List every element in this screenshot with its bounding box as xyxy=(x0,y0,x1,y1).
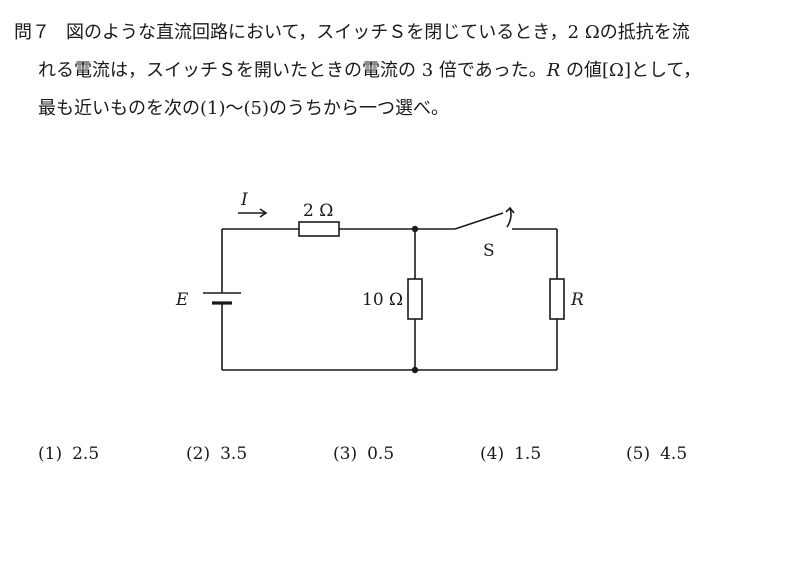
current-arrow-head xyxy=(259,208,268,218)
resistor-2-ohm xyxy=(298,221,340,237)
switch-blade xyxy=(454,212,504,230)
choice-5-value: 4.5 xyxy=(660,444,688,464)
choice-4[interactable]: (4) 1.5 xyxy=(480,444,541,464)
choice-2-number: (2) xyxy=(186,444,211,464)
current-label: I xyxy=(240,190,248,210)
choice-5-number: (5) xyxy=(626,444,651,464)
resistor-10-ohm xyxy=(407,278,423,320)
question-line-1-text: 図のような直流回路において，スイッチＳを閉じているとき，2 Ωの抵抗を流 xyxy=(66,22,690,43)
choice-1-number: (1) xyxy=(38,444,63,464)
choice-5[interactable]: (5) 4.5 xyxy=(626,444,687,464)
choice-4-number: (4) xyxy=(480,444,505,464)
resistor-r-label: R xyxy=(570,290,584,310)
resistor-r xyxy=(549,278,565,320)
answer-choices: (1) 2.5 (2) 3.5 (3) 0.5 (4) 1.5 (5) 4.5 xyxy=(38,444,758,470)
resistor-2-ohm-label: 2 Ω xyxy=(303,201,333,221)
question-line-3: 最も近いものを次の(1)～(5)のうちから一つ選べ。 xyxy=(14,90,784,128)
switch-arrow-head xyxy=(505,206,515,214)
question-variable-r: R xyxy=(546,60,561,81)
choice-1[interactable]: (1) 2.5 xyxy=(38,444,99,464)
question-line-3-text: 最も近いものを次の(1)～(5)のうちから一つ選べ。 xyxy=(38,98,449,119)
question-text: 問７ 図のような直流回路において，スイッチＳを閉じているとき，2 Ωの抵抗を流 れ… xyxy=(14,14,784,128)
question-line-2-post: の値[Ω]として， xyxy=(560,60,702,81)
question-line-2: れる電流は，スイッチＳを開いたときの電流の 3 倍であった。R の値[Ω]として… xyxy=(14,52,784,90)
junction-dot-top xyxy=(411,225,419,233)
choice-2-value: 3.5 xyxy=(220,444,248,464)
question-number: 問７ xyxy=(14,22,50,43)
resistor-10-ohm-label: 10 Ω xyxy=(362,290,403,310)
choice-1-value: 2.5 xyxy=(72,444,100,464)
source-label: E xyxy=(175,290,189,310)
question-line-1: 問７ 図のような直流回路において，スイッチＳを閉じているとき，2 Ωの抵抗を流 xyxy=(14,14,784,52)
choice-3-value: 0.5 xyxy=(367,444,395,464)
choice-4-value: 1.5 xyxy=(514,444,542,464)
switch-label: S xyxy=(483,241,495,261)
question-line-2-pre: れる電流は，スイッチＳを開いたときの電流の 3 倍であった。 xyxy=(38,60,547,81)
choice-2[interactable]: (2) 3.5 xyxy=(186,444,247,464)
choice-3-number: (3) xyxy=(333,444,358,464)
choice-3[interactable]: (3) 0.5 xyxy=(333,444,394,464)
junction-dot-bottom xyxy=(411,366,419,374)
